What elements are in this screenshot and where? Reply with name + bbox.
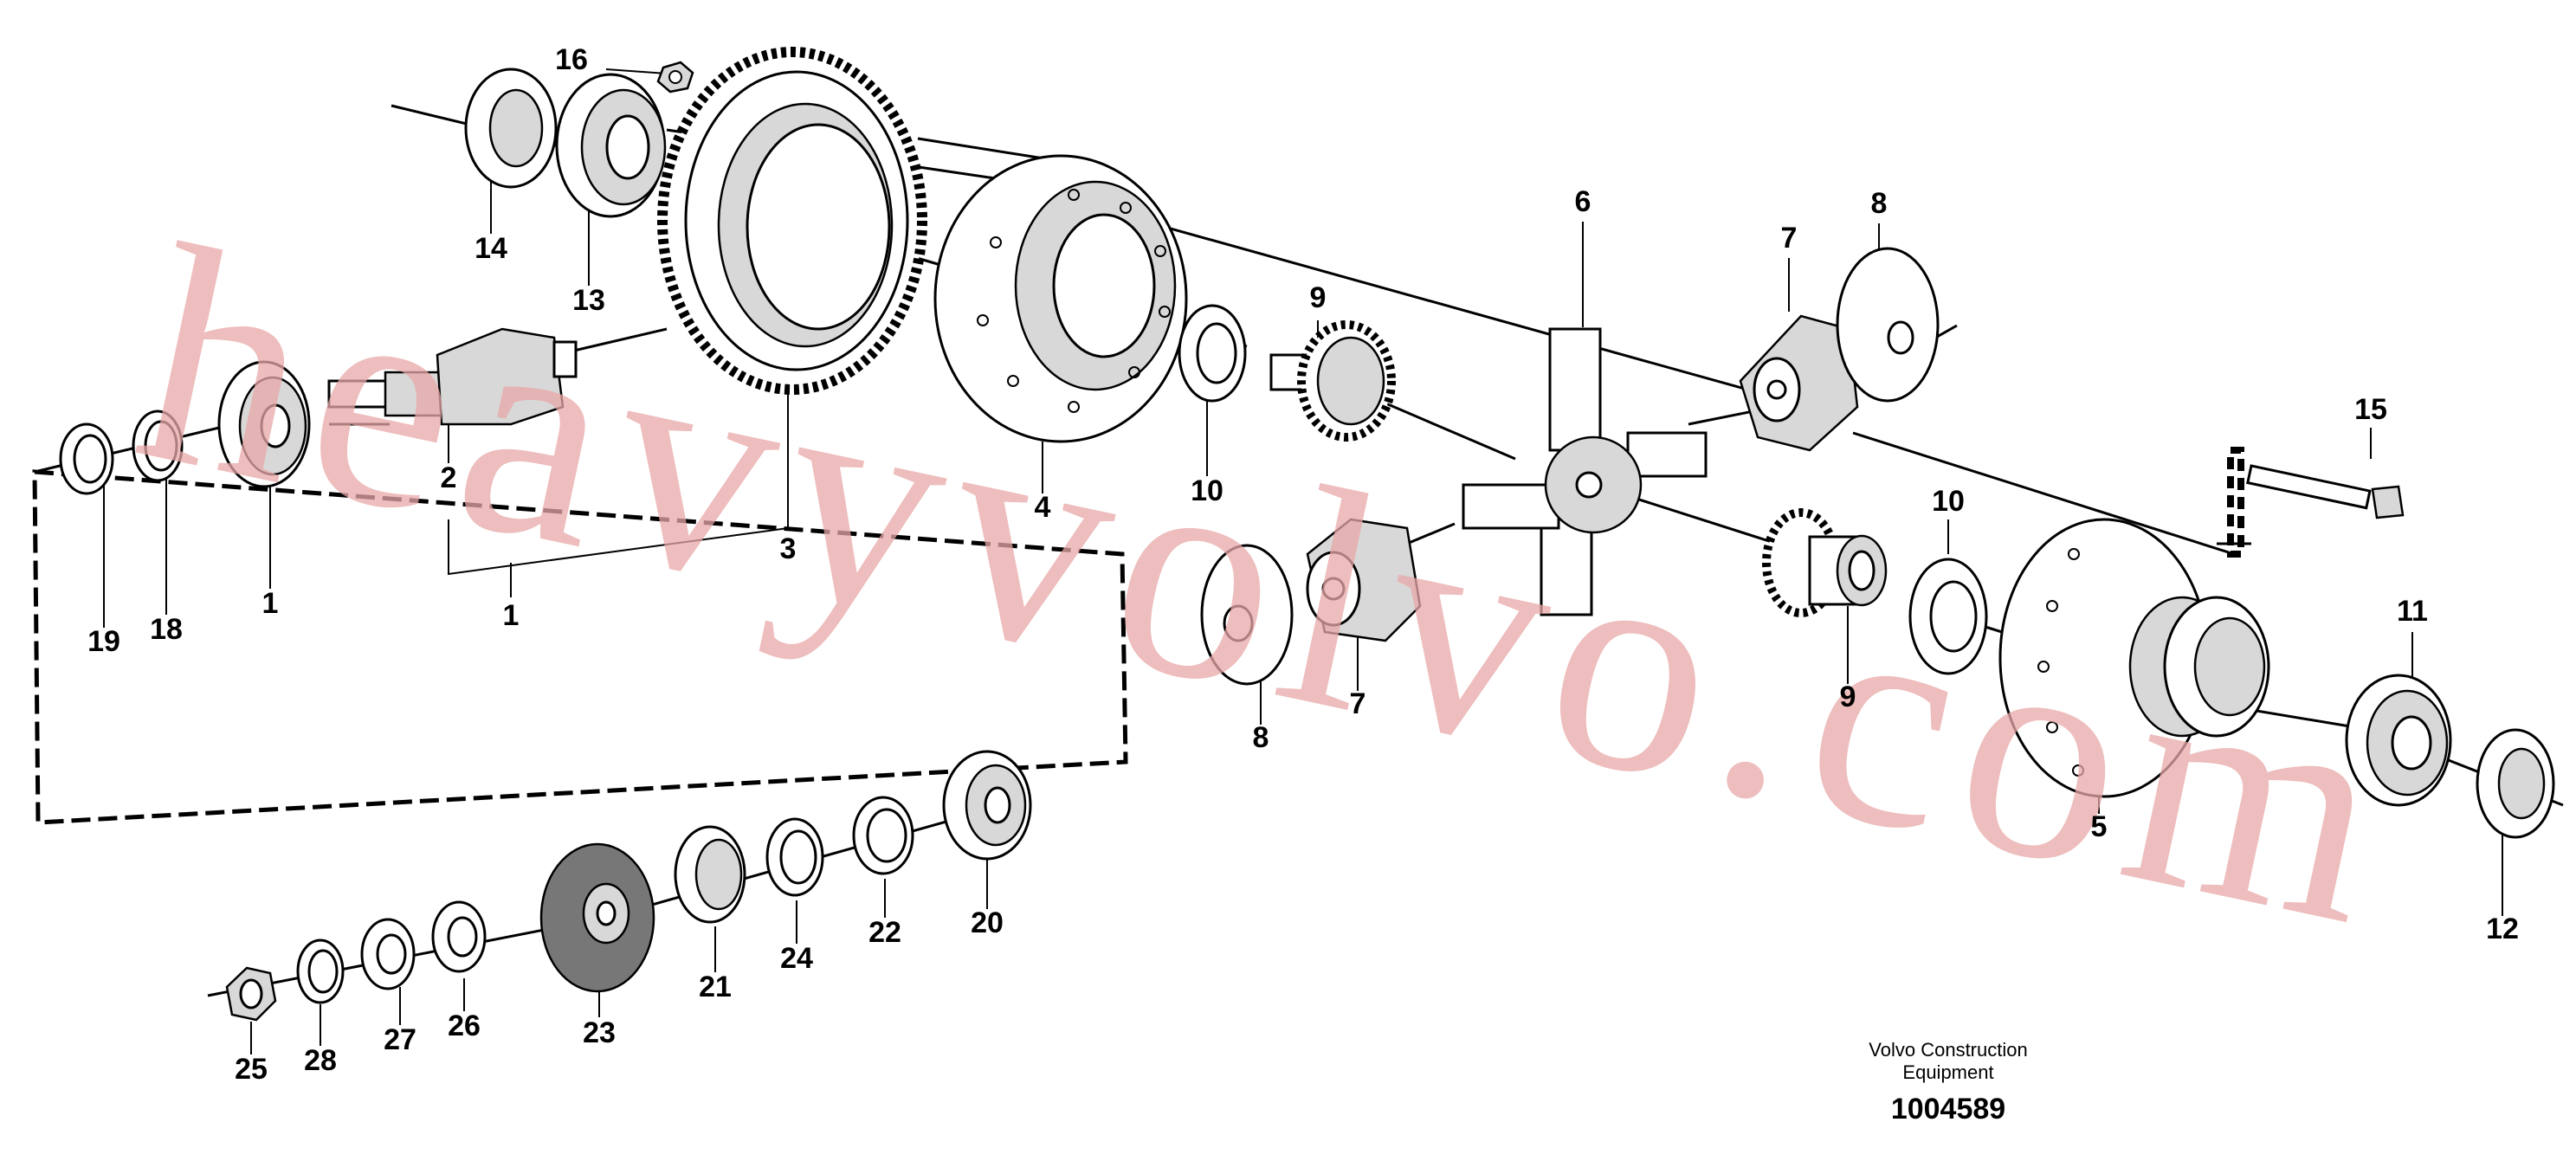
bolt-dashed-marker xyxy=(2227,447,2244,558)
part-3-ring-gear xyxy=(657,47,927,395)
part-13-bearing xyxy=(555,73,667,218)
part-label-5: 5 xyxy=(2091,810,2108,843)
part-6-spider-cross xyxy=(1462,327,1708,616)
part-22-ring xyxy=(852,796,914,875)
part-label-7: 7 xyxy=(1781,222,1798,255)
part-label-1: 1 xyxy=(503,599,520,632)
part-label-23: 23 xyxy=(583,1016,616,1049)
part-10-thrust-washer-lower xyxy=(1908,558,1988,675)
part-20-bearing xyxy=(942,750,1032,861)
part-2-pinion-shaft xyxy=(327,327,578,426)
assembly-dashed-frame xyxy=(32,469,1128,825)
part-18-ring xyxy=(132,410,184,482)
part-24-ring xyxy=(765,817,824,897)
part-12-seal xyxy=(2476,728,2555,839)
part-16-nut xyxy=(656,61,694,94)
company-line-1: Volvo Construction xyxy=(1869,1039,2027,1061)
part-label-28: 28 xyxy=(304,1044,337,1077)
part-9-side-gear-upper xyxy=(1269,320,1396,442)
part-14-seal xyxy=(464,68,558,189)
part-8-washer-lower xyxy=(1200,544,1294,686)
part-label-13: 13 xyxy=(572,284,605,317)
part-1-bearing xyxy=(217,360,311,488)
part-7-pinion-gear-upper xyxy=(1739,314,1859,452)
part-19-ring xyxy=(59,422,114,495)
part-label-7: 7 xyxy=(1350,687,1366,720)
part-label-11: 11 xyxy=(2397,595,2428,628)
company-line-2: Equipment xyxy=(1902,1061,1993,1083)
part-9-side-gear-lower xyxy=(1762,508,1888,617)
part-label-1: 1 xyxy=(262,587,279,620)
part-label-18: 18 xyxy=(150,613,183,646)
part-label-19: 19 xyxy=(87,625,120,658)
part-label-16: 16 xyxy=(555,43,588,76)
part-label-3: 3 xyxy=(780,532,797,565)
part-label-22: 22 xyxy=(868,916,901,949)
part-label-26: 26 xyxy=(448,1009,481,1042)
part-23-flange xyxy=(539,842,655,993)
part-5-differential-housing xyxy=(1998,518,2270,798)
part-7-pinion-gear-lower xyxy=(1306,518,1422,642)
part-8-washer-upper xyxy=(1836,247,1940,403)
part-label-10: 10 xyxy=(1932,485,1965,518)
part-label-8: 8 xyxy=(1871,187,1888,220)
part-label-14: 14 xyxy=(475,232,507,265)
part-label-25: 25 xyxy=(235,1053,268,1086)
part-27-lock-washer xyxy=(360,918,416,990)
part-26-lock-washer xyxy=(431,900,487,973)
part-label-8: 8 xyxy=(1253,721,1269,754)
part-10-thrust-washer-upper xyxy=(1178,304,1247,403)
part-label-12: 12 xyxy=(2486,913,2519,945)
part-label-27: 27 xyxy=(384,1023,416,1056)
part-label-24: 24 xyxy=(780,942,813,975)
part-11-bearing xyxy=(2345,674,2452,807)
watermark: heavyvolvo.com xyxy=(115,179,2424,993)
part-label-10: 10 xyxy=(1191,474,1223,507)
part-label-21: 21 xyxy=(699,971,732,1003)
drawing-number: 1004589 xyxy=(1891,1093,2005,1126)
part-label-6: 6 xyxy=(1575,185,1591,218)
part-label-9: 9 xyxy=(1840,680,1856,713)
part-25-nut xyxy=(225,966,277,1022)
part-label-2: 2 xyxy=(441,461,457,494)
part-15-bolt xyxy=(2246,464,2405,519)
part-21-sleeve xyxy=(674,825,746,924)
part-label-4: 4 xyxy=(1035,491,1051,524)
part-4-differential-housing xyxy=(933,154,1188,443)
part-label-15: 15 xyxy=(2354,393,2387,426)
part-28-snap-ring xyxy=(296,938,345,1004)
part-label-9: 9 xyxy=(1310,281,1327,314)
part-label-20: 20 xyxy=(971,906,1004,939)
